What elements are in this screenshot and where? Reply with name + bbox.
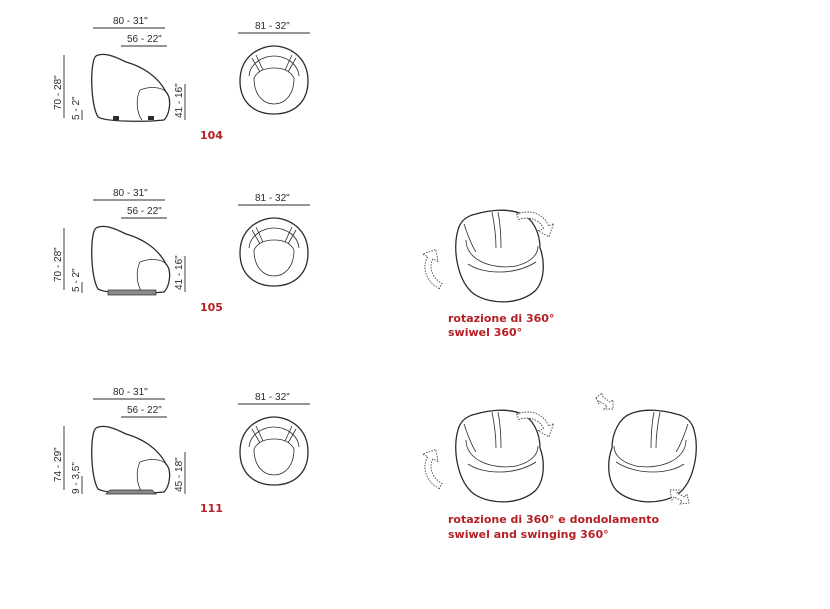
base-label: 9 - 3,5" [71,462,82,494]
depth-label: 56 - 22" [127,34,162,45]
perspective-chair [455,409,544,503]
model-code: 111 [200,502,223,515]
top-view-chair [239,416,309,486]
top-view-chair [239,45,309,115]
base-label: 5 - 2" [71,268,82,292]
top-width-label: 81 - 32" [255,193,290,204]
swivel-arrow-icon [418,249,450,292]
width-label: 80 - 31" [113,188,148,199]
model-105-drawing: 80 - 31" 56 - 22" 81 - 32" 70 - 28" 5 - … [53,188,310,314]
swivel-arrow-icon [418,449,450,492]
perspective-chair [455,209,544,303]
swivel-caption-en: swiwel 360° [448,326,522,339]
top-width-label: 81 - 32" [255,21,290,32]
height-label: 70 - 28" [53,75,64,110]
width-label: 80 - 31" [113,16,148,27]
perspective-chair-rocking [608,409,697,503]
swing-illustration: rotazione di 360° e dondolamento swiwel … [418,392,697,541]
swing-caption-en: swiwel and swinging 360° [448,528,609,541]
chair-foot [148,116,154,120]
height-label: 70 - 28" [53,247,64,282]
model-code: 104 [200,129,223,142]
seat-height-label: 41 - 16" [174,83,185,118]
model-104-drawing: 80 - 31" 56 - 22" 81 - 32" 70 - 28" 5 - … [53,16,310,142]
swivel-illustration: rotazione di 360° swiwel 360° [418,206,556,339]
side-view-chair [91,225,171,294]
swivel-caption-it: rotazione di 360° [448,312,554,325]
depth-label: 56 - 22" [127,405,162,416]
model-111-drawing: 80 - 31" 56 - 22" 81 - 32" 74 - 29" 9 - … [53,387,310,515]
model-code: 105 [200,301,223,314]
seat-height-label: 41 - 16" [174,255,185,290]
swing-base-plate [105,489,157,495]
side-view-chair [91,425,171,494]
depth-label: 56 - 22" [127,206,162,217]
top-view-chair [239,217,309,287]
swing-caption-it: rotazione di 360° e dondolamento [448,513,659,526]
chair-foot [113,116,119,120]
base-label: 5 - 2" [71,96,82,120]
top-width-label: 81 - 32" [255,392,290,403]
seat-height-label: 45 - 18" [174,457,185,492]
side-view-chair [91,53,171,122]
rock-arrow-icon [669,489,690,505]
rock-arrow-icon [595,392,614,410]
swivel-base-plate [107,289,157,296]
width-label: 80 - 31" [113,387,148,398]
height-label: 74 - 29" [53,447,64,482]
